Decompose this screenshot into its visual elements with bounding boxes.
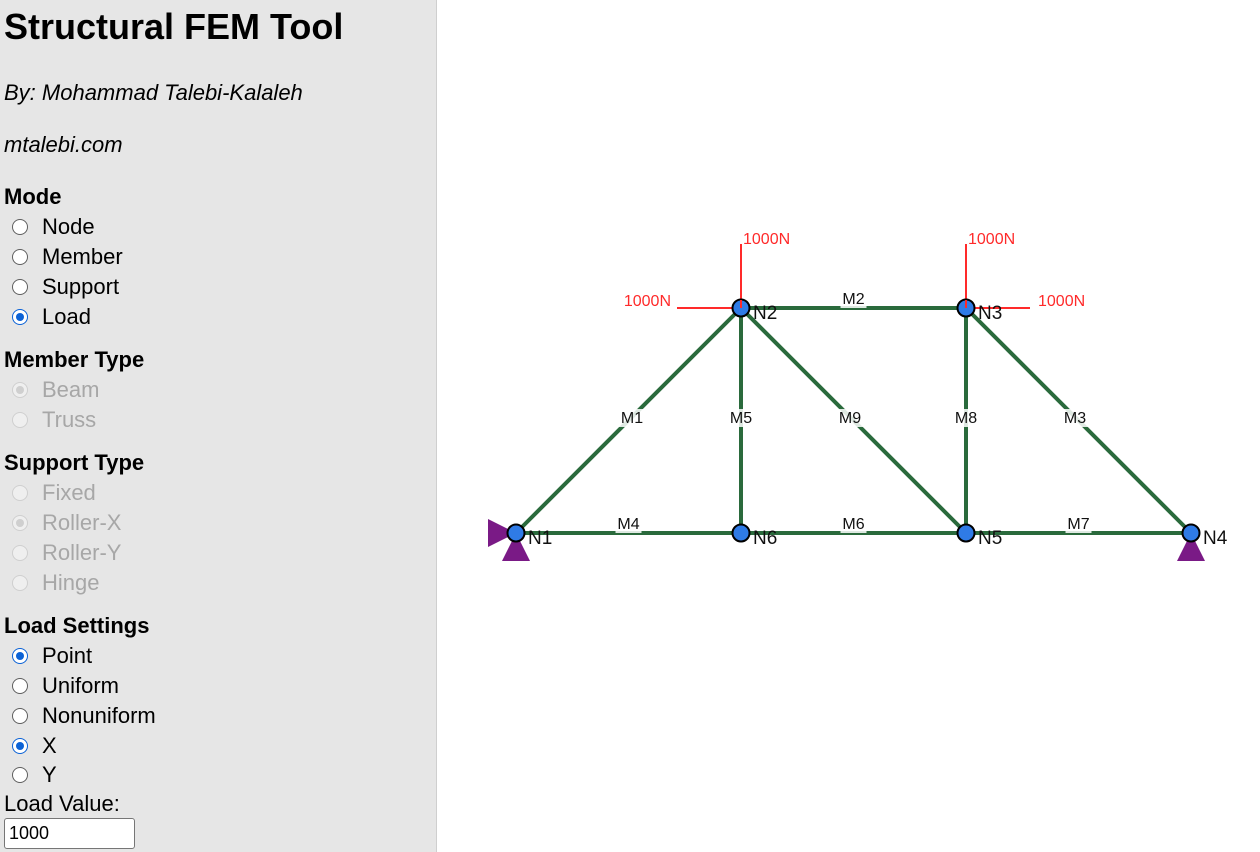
supports-layer [488, 519, 1205, 561]
member-label-m2: M2 [842, 291, 864, 308]
author-website: mtalebi.com [4, 132, 123, 157]
member-label-bg-m4 [615, 515, 642, 533]
member-label-bg-m5 [728, 409, 754, 427]
mode-support-radio[interactable] [12, 279, 28, 295]
node-label-n5: N5 [978, 528, 1002, 549]
load-point-label: Point [42, 643, 93, 668]
member-type-beam-radio [12, 382, 28, 398]
mode-load-option[interactable]: Load [12, 302, 91, 332]
support-roller-x-option: Roller-X [12, 508, 121, 538]
support-fixed-radio [12, 485, 28, 501]
load-value-input[interactable] [4, 818, 135, 849]
member-label-bg-m9 [837, 409, 863, 427]
node-n6[interactable] [731, 523, 751, 543]
support-fixed-option: Fixed [12, 478, 96, 508]
node-n4[interactable] [1181, 523, 1201, 543]
mode-member-radio[interactable] [12, 249, 28, 265]
mode-node-label: Node [42, 214, 95, 239]
member-label-m1: M1 [621, 410, 643, 427]
load-direction-x-label: X [42, 733, 57, 758]
support-hinge-option: Hinge [12, 568, 99, 598]
mode-support-option[interactable]: Support [12, 272, 119, 302]
node-n1[interactable] [506, 523, 526, 543]
member-type-beam-option: Beam [12, 375, 99, 405]
load-point-radio[interactable] [12, 648, 28, 664]
member-label-bg-m7 [1065, 515, 1092, 533]
load-point-option[interactable]: Point [12, 641, 92, 671]
member-label-m4: M4 [617, 516, 639, 533]
support-fixed-label: Fixed [42, 480, 96, 505]
member-label-bg-m6 [840, 515, 867, 533]
load-direction-y-radio[interactable] [12, 767, 28, 783]
member-label-bg-m1 [619, 409, 645, 427]
load-label-n3-vertical: 1000N [968, 231, 1015, 248]
member-type-truss-option: Truss [12, 405, 96, 435]
mode-node-radio[interactable] [12, 219, 28, 235]
load-uniform-radio[interactable] [12, 678, 28, 694]
member-label-m7: M7 [1067, 516, 1089, 533]
support-roller-n1[interactable] [488, 519, 516, 547]
mode-load-radio[interactable] [12, 309, 28, 325]
support-hinge-radio [12, 575, 28, 591]
load-uniform-option[interactable]: Uniform [12, 671, 119, 701]
load-value-label: Load Value: [4, 791, 120, 816]
node-n5[interactable] [956, 523, 976, 543]
app-title: Structural FEM Tool [4, 6, 344, 47]
mode-member-option[interactable]: Member [12, 242, 123, 272]
support-type-heading: Support Type [4, 450, 145, 475]
load-label-n2-horizontal: 1000N [624, 293, 671, 310]
support-pin-n4[interactable] [1177, 533, 1205, 561]
load-direction-x-option[interactable]: X [12, 731, 57, 761]
load-direction-y-option[interactable]: Y [12, 760, 57, 790]
load-label-n3-horizontal: 1000N [1038, 293, 1085, 310]
control-panel: Structural FEM Tool By: Mohammad Talebi-… [0, 0, 437, 852]
member-type-truss-label: Truss [42, 407, 97, 432]
member-label-bg-m8 [953, 409, 979, 427]
support-roller-x-radio [12, 515, 28, 531]
load-uniform-label: Uniform [42, 673, 120, 698]
member-label-m8: M8 [955, 410, 977, 427]
author-byline: By: Mohammad Talebi-Kalaleh [4, 80, 303, 105]
node-label-n1: N1 [528, 528, 552, 549]
node-label-n3: N3 [978, 303, 1002, 324]
node-label-n6: N6 [753, 528, 777, 549]
load-settings-heading: Load Settings [4, 613, 150, 638]
member-label-m6: M6 [842, 516, 864, 533]
node-label-n2: N2 [753, 303, 777, 324]
member-label-m3: M3 [1064, 410, 1086, 427]
support-hinge-label: Hinge [42, 570, 100, 595]
member-label-bg-m3 [1062, 409, 1088, 427]
node-label-n4: N4 [1203, 528, 1228, 549]
load-label-n2-vertical: 1000N [743, 231, 790, 248]
support-roller-y-radio [12, 545, 28, 561]
mode-support-label: Support [42, 274, 120, 299]
member-type-truss-radio [12, 412, 28, 428]
member-label-bg-m2 [840, 290, 867, 308]
load-direction-y-label: Y [42, 762, 57, 787]
member-type-beam-label: Beam [42, 377, 100, 402]
support-roller-y-label: Roller-Y [42, 540, 122, 565]
mode-load-label: Load [42, 304, 91, 329]
mode-heading: Mode [4, 184, 62, 209]
support-pin-n1[interactable] [502, 533, 530, 561]
load-nonuniform-option[interactable]: Nonuniform [12, 701, 156, 731]
load-nonuniform-radio[interactable] [12, 708, 28, 724]
loads-layer: 1000N 1000N 1000N 1000N [624, 231, 1085, 310]
member-label-m5: M5 [730, 410, 752, 427]
load-nonuniform-label: Nonuniform [42, 703, 156, 728]
mode-member-label: Member [42, 244, 123, 269]
support-roller-y-option: Roller-Y [12, 538, 121, 568]
member-type-heading: Member Type [4, 347, 145, 372]
member-label-m9: M9 [839, 410, 861, 427]
load-direction-x-radio[interactable] [12, 738, 28, 754]
support-roller-x-label: Roller-X [42, 510, 122, 535]
mode-node-option[interactable]: Node [12, 212, 95, 242]
